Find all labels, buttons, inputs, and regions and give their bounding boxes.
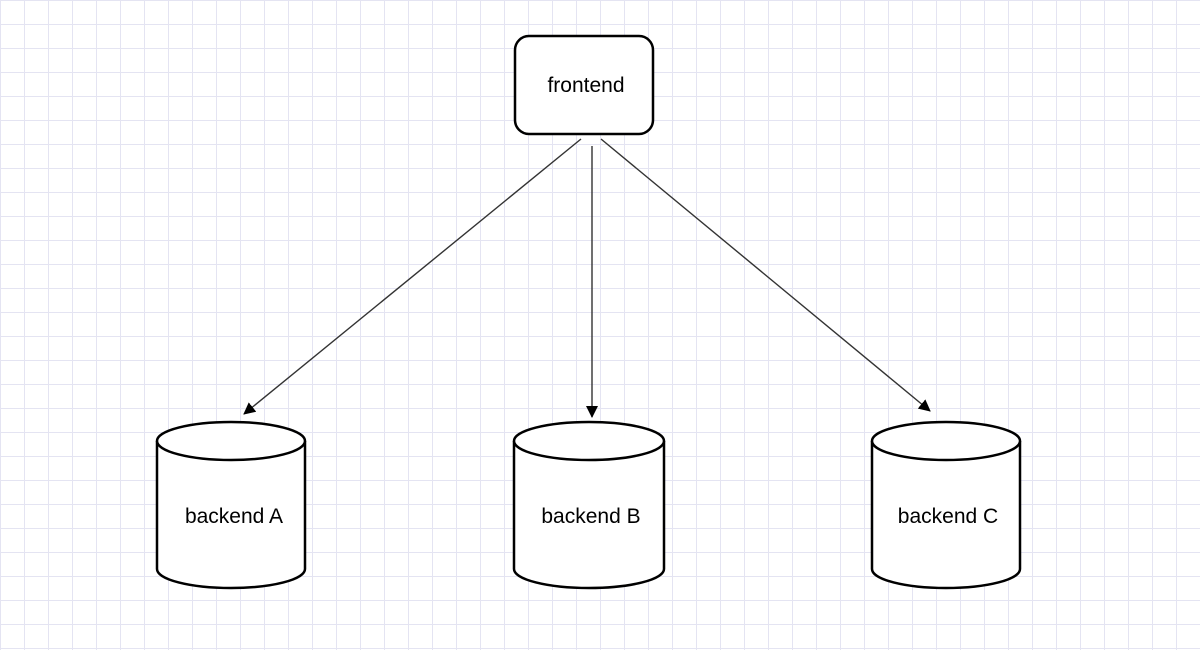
backend-a-cylinder-top (155, 420, 307, 462)
backend-b-node[interactable]: backend B (512, 420, 666, 590)
frontend-node-box (513, 34, 655, 136)
backend-a-cylinder-body (155, 441, 307, 590)
backend-c-node[interactable]: backend C (870, 420, 1022, 590)
backend-b-cylinder-top (512, 420, 666, 462)
backend-b-label: backend B (541, 505, 640, 528)
backend-c-label: backend C (898, 505, 998, 528)
frontend-node-label: frontend (547, 74, 624, 97)
frontend-node[interactable]: frontend (513, 34, 655, 136)
backend-c-cylinder-top (870, 420, 1022, 462)
edge-frontend-to-backend-a (243, 138, 582, 415)
backend-b-cylinder-body (512, 441, 666, 590)
backend-a-label: backend A (185, 505, 283, 528)
backend-c-cylinder-body (870, 441, 1022, 590)
backend-a-node[interactable]: backend A (155, 420, 307, 590)
edge-frontend-to-backend-c (600, 138, 931, 412)
